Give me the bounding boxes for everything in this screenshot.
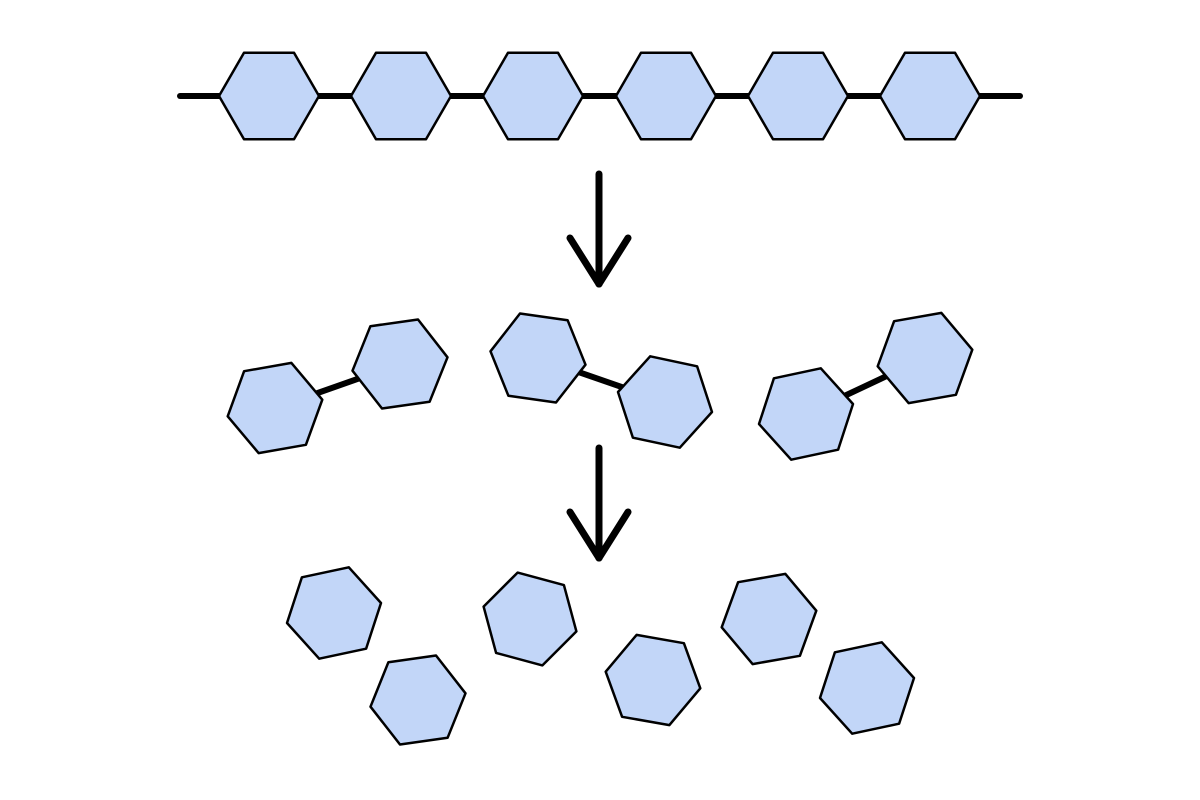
down-arrow-icon-2-head-right [595, 508, 632, 562]
monomers-layer [217, 51, 982, 746]
down-arrow-icon-2-head-left [566, 508, 603, 562]
dimer-1-monomer-a [226, 361, 324, 455]
chain-monomer-2 [349, 51, 453, 141]
chain-monomer-3 [481, 51, 585, 141]
chain-monomer-4 [614, 51, 718, 141]
dimer-3-monomer-b [876, 311, 974, 405]
free-monomer-6 [818, 641, 916, 735]
free-monomer-3 [482, 571, 578, 667]
down-arrow-icon [566, 170, 632, 288]
chain-monomer-5 [746, 51, 850, 141]
dimer-2-monomer-a [489, 312, 587, 404]
free-monomer-1 [285, 566, 383, 660]
chain-monomer-6 [878, 51, 982, 141]
arrows-layer [566, 170, 632, 562]
dimer-3-monomer-a [757, 367, 855, 461]
chain-monomer-1 [217, 51, 321, 141]
free-monomer-4 [604, 633, 702, 727]
free-monomer-2 [369, 654, 467, 746]
dimer-2-monomer-b [616, 355, 714, 449]
down-arrow-icon-head-left [566, 234, 603, 288]
down-arrow-icon-2 [566, 444, 632, 562]
free-monomer-5 [720, 572, 818, 666]
down-arrow-icon-head-right [595, 234, 632, 288]
dimer-1-monomer-b [351, 318, 449, 410]
